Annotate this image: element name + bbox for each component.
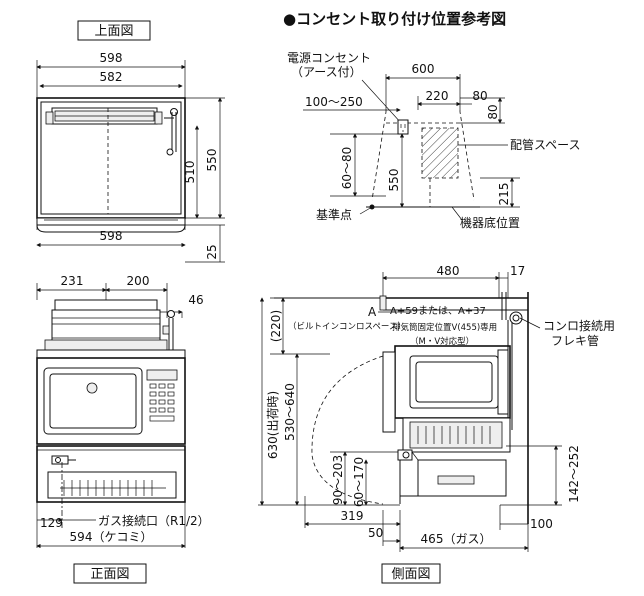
outlet-icon [397, 119, 409, 135]
top-view-label: 上面図 [94, 24, 133, 39]
stove-connect-label-1: コンロ接続用 [543, 318, 615, 333]
side-view: 480 17 A A+59または、A+37 (220) （ビルトインコンロスペー… [258, 264, 615, 584]
builtin-space-label: （ビルトインコンロスペース） [288, 321, 406, 332]
dim-side-60-170: 60～170 [352, 457, 366, 507]
dim-outlet-220: 220 [426, 89, 449, 103]
dim-outlet-80-v: 80 [486, 104, 500, 119]
a-formula: A+59または、A+37 [390, 305, 486, 317]
dim-top-550: 550 [205, 149, 219, 172]
pipe-space-area [422, 128, 458, 178]
dim-top-510: 510 [183, 161, 197, 184]
side-view-label-box [381, 563, 441, 584]
dim-front-46: 46 [188, 293, 203, 307]
exhaust-label-2: （M・V対応型） [410, 336, 474, 347]
dim-side-142-252: 142～252 [567, 445, 581, 503]
dim-front-129: 129 [40, 516, 63, 530]
dim-top-598: 598 [100, 51, 123, 65]
dim-outlet-100-250: 100～250 [305, 95, 363, 109]
dim-side-90-203: 90～203 [331, 455, 345, 505]
dim-side-480: 480 [437, 264, 460, 278]
dim-side-220: (220) [269, 310, 283, 342]
dim-front-231: 231 [61, 274, 84, 288]
dim-outlet-600: 600 [412, 62, 435, 76]
outlet-label-2: （アース付） [291, 65, 362, 79]
front-view-label-box [73, 563, 147, 584]
dim-front-594: 594（ケコミ） [70, 530, 153, 544]
dim-side-630: 630(出荷時) [266, 391, 280, 459]
dim-side-319: 319 [341, 509, 364, 523]
dim-outlet-215: 215 [497, 183, 511, 206]
dim-side-17: 17 [510, 264, 525, 278]
side-view-label: 側面図 [391, 567, 430, 582]
outlet-diagram: 電源コンセント （アース付） 600 220 80 80 100～250 [287, 51, 581, 230]
dim-side-50: 50 [368, 526, 383, 540]
pipe-space-label: 配管スペース [510, 137, 581, 152]
exhaust-label-1: 排気筒固定位置V(455)専用 [392, 322, 497, 333]
dim-outlet-550: 550 [387, 169, 401, 192]
dim-outlet-80-h: 80 [472, 89, 487, 103]
dim-outlet-60-80: 60～80 [340, 147, 354, 190]
dim-top-582: 582 [100, 70, 123, 84]
dim-side-530-640: 530～640 [283, 383, 297, 441]
gas-connection-label: ガス接続口（R1/2） [98, 513, 210, 528]
a-label: A [368, 305, 377, 319]
dim-side-465-gas: 465（ガス） [421, 532, 492, 546]
top-view-label-box [77, 20, 151, 41]
dim-top-25: 25 [205, 244, 219, 259]
outlet-label-1: 電源コンセント [287, 51, 371, 65]
dim-side-100: 100 [530, 517, 553, 531]
reference-point-label: 基準点 [316, 207, 352, 222]
unit-bottom-label: 機器底位置 [460, 215, 520, 230]
diagram-title: ●コンセント取り付け位置参考図 [283, 10, 506, 28]
dim-front-200: 200 [127, 274, 150, 288]
top-view: 上面図 598 582 598 [36, 20, 225, 263]
front-view: 231 200 46 [36, 274, 210, 584]
dim-top-598-bottom: 598 [100, 229, 123, 243]
stove-connect-label-2: フレキ管 [551, 333, 599, 348]
front-view-label: 正面図 [90, 567, 129, 582]
